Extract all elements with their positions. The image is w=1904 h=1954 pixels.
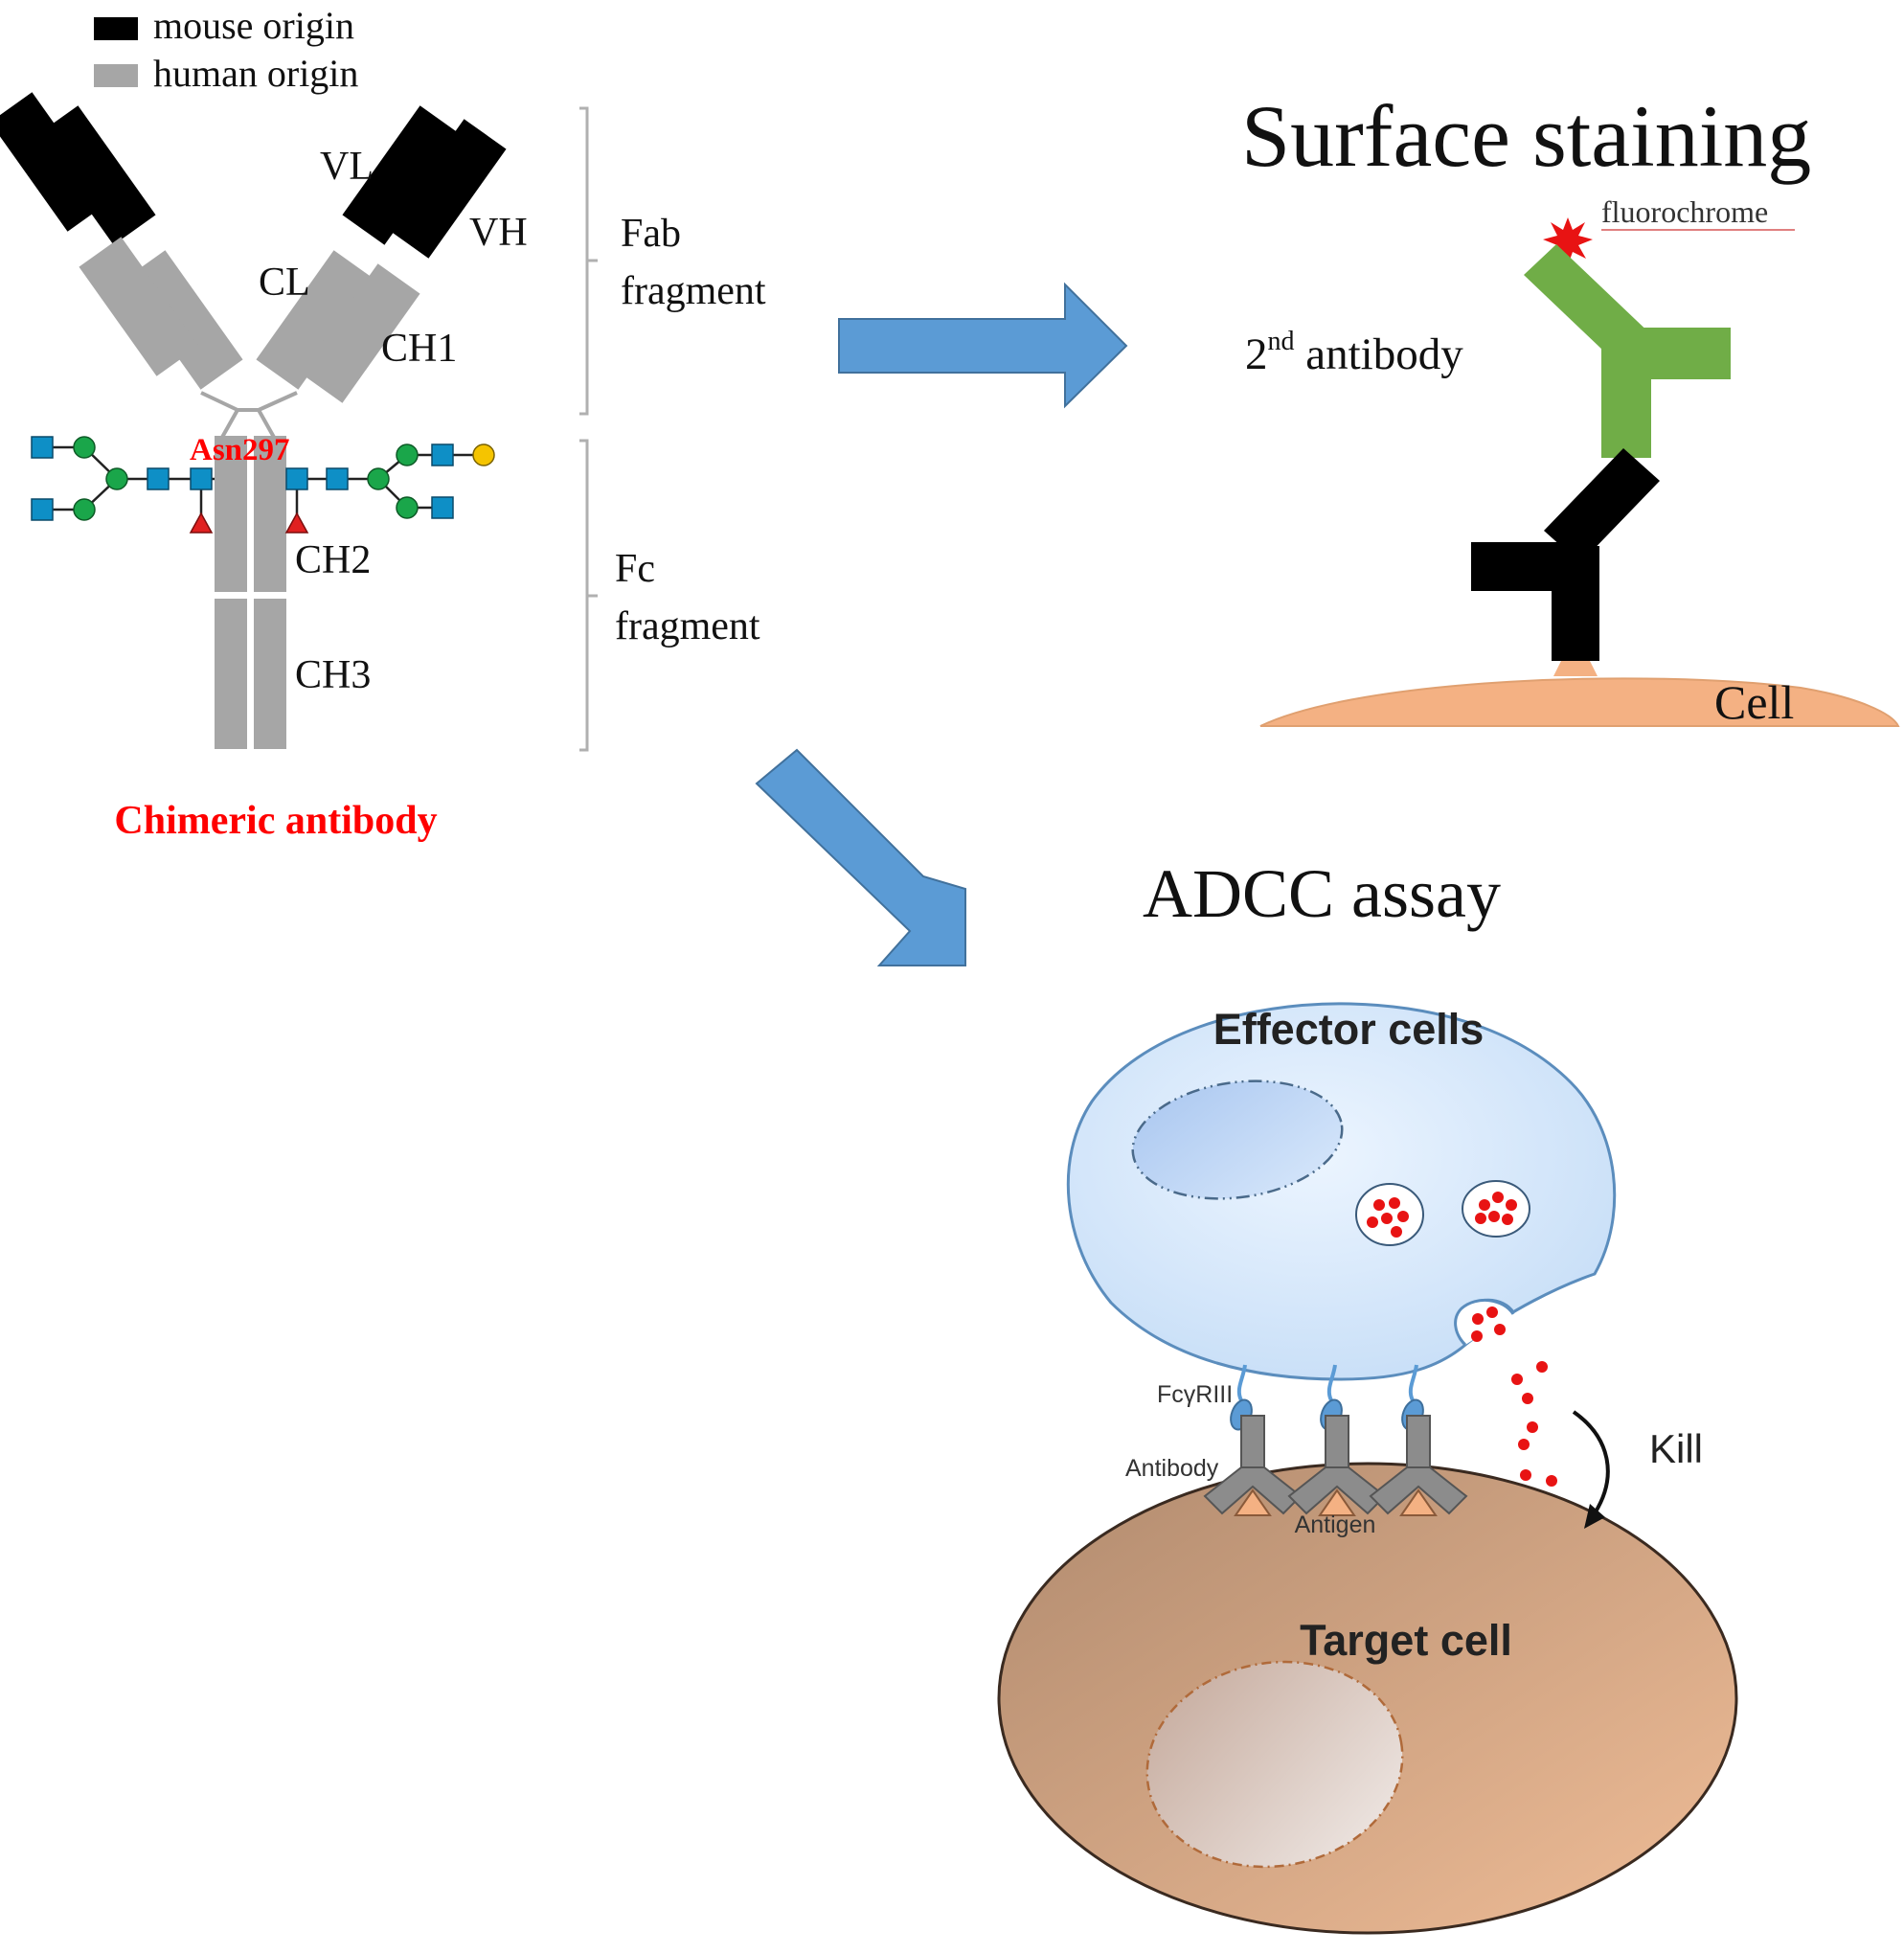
glcnac-icon: [285, 467, 308, 490]
left-fab-arm: [0, 92, 243, 390]
ch3-label: CH3: [295, 653, 371, 697]
second-antibody-suffix: antibody: [1295, 329, 1464, 379]
glcnac-icon: [147, 467, 170, 490]
mannose-icon: [367, 467, 390, 490]
fluorochrome-label: fluorochrome: [1601, 194, 1768, 229]
effector-nucleus: [1131, 1079, 1344, 1200]
bound-antibodies: [1203, 1415, 1468, 1515]
effector-cells-label: Effector cells: [1213, 1005, 1485, 1054]
fab-label-line2: fragment: [621, 269, 766, 313]
antigen-label: Antigen: [1295, 1511, 1376, 1538]
right-cl-domain: [256, 250, 376, 390]
chimeric-antibody: VL VH CL CH1 CH2 CH3: [0, 92, 528, 843]
antigen-icon: [1318, 1488, 1356, 1516]
glcnac-icon: [326, 467, 349, 490]
fc-stem: [215, 436, 286, 749]
ch3-left: [215, 599, 247, 749]
left-vh-domain: [0, 92, 110, 232]
antigen-icon: [1399, 1488, 1438, 1516]
fab-label-line1: Fab: [621, 212, 681, 256]
chimeric-antibody-caption: Chimeric antibody: [114, 799, 437, 843]
cell-label: Cell: [1714, 675, 1794, 729]
ch3-right: [254, 599, 286, 749]
surface-antigen: [1553, 661, 1598, 676]
granule-vesicle: [1462, 1180, 1530, 1238]
mannose-icon: [396, 496, 419, 519]
legend-human-label: human origin: [153, 52, 358, 95]
arrow-right-icon: [838, 282, 1128, 409]
mannose-icon: [105, 467, 128, 490]
legend-human-swatch: [94, 64, 138, 87]
cl-label: CL: [259, 261, 310, 305]
adcc-panel: ADCC assay Target cell Effector cells: [997, 855, 1738, 1935]
adcc-title: ADCC assay: [1143, 855, 1501, 932]
bound-antibody: [1287, 1415, 1387, 1515]
legend-mouse-swatch: [94, 17, 138, 40]
ch2-right: [254, 436, 286, 592]
fucose-icon: [189, 511, 214, 534]
glcnac-icon: [431, 496, 454, 519]
fab-bracket: [579, 106, 598, 416]
glycan-left: [31, 436, 215, 534]
fc-receptors: [1236, 1364, 1418, 1401]
mannose-icon: [73, 498, 96, 521]
target-nucleus: [1145, 1660, 1404, 1869]
right-fab-arm: [256, 105, 507, 403]
fcgriii-label: FcγRIII: [1157, 1381, 1233, 1408]
ch2-left: [215, 436, 247, 592]
bound-antibody: [1369, 1415, 1468, 1515]
antigen-icon: [1234, 1488, 1272, 1516]
kill-label: Kill: [1649, 1426, 1703, 1471]
secondary-antibody: [1524, 244, 1731, 458]
right-ch1-domain: [300, 263, 420, 403]
fucose-icon: [284, 511, 309, 534]
arrow-down-right-icon: [755, 748, 966, 966]
galactose-icon: [472, 443, 495, 466]
primary-antibody: [1471, 448, 1660, 661]
ch2-label: CH2: [295, 538, 371, 582]
second-antibody-label: 2nd antibody: [1245, 327, 1463, 379]
right-vh-domain: [386, 119, 507, 259]
effector-cell-opening: [1454, 1298, 1515, 1347]
antigens: [1234, 1488, 1438, 1516]
kill-arrow-icon: [1572, 1410, 1610, 1515]
stained-cell-surface: [1259, 677, 1900, 727]
glycan-right: [284, 443, 495, 534]
granule-vesicle: [1355, 1183, 1424, 1246]
surface-staining-title: Surface staining: [1241, 87, 1811, 185]
glcnac-icon: [31, 498, 54, 521]
legend-mouse-label: mouse origin: [153, 4, 354, 47]
effector-cell: [1066, 1002, 1617, 1381]
left-ch1-domain: [79, 237, 199, 376]
glcnac-icon: [31, 436, 54, 459]
surface-staining-panel: Surface staining fluorochrome 2nd antibo…: [1241, 87, 1900, 729]
released-granules: [1471, 1306, 1557, 1487]
mannose-icon: [396, 443, 419, 466]
hinge-lines: [200, 391, 298, 442]
bound-antibody: [1203, 1415, 1303, 1515]
antibody-label: Antibody: [1125, 1455, 1219, 1482]
second-antibody-sup: nd: [1268, 327, 1295, 356]
right-vl-domain: [342, 105, 463, 245]
glcnac-icon: [190, 467, 213, 490]
fc-label-line2: fragment: [615, 604, 760, 648]
ch1-label: CH1: [381, 327, 457, 371]
fc-label-line1: Fc: [615, 547, 655, 591]
glcnac-icon: [431, 443, 454, 466]
kill-arrowhead: [1584, 1504, 1605, 1529]
asn297-label: Asn297: [190, 433, 290, 467]
mannose-icon: [73, 436, 96, 459]
vh-label: VH: [469, 211, 528, 255]
second-antibody-prefix: 2: [1245, 329, 1268, 379]
vl-label: VL: [320, 145, 374, 189]
target-cell-label: Target cell: [1300, 1616, 1512, 1665]
legend: mouse origin human origin: [94, 4, 358, 95]
fc-bracket: [579, 439, 598, 752]
